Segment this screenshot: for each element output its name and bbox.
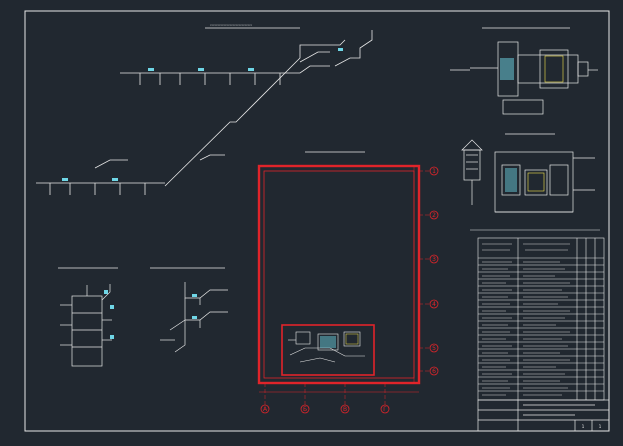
sheet-number: 1 [582,424,585,429]
floor-plan-equipment-accent [320,333,359,348]
title-block-text: 1 1 [582,424,602,429]
axis-label-v: В [343,406,347,413]
riser-scheme-accent [104,290,114,339]
axis-label-3: 3 [432,256,436,263]
axis-label-1: 1 [432,168,436,175]
duct-detail-plan-fill [500,55,564,83]
specification-table-text [482,243,570,396]
axis-label-5: 5 [432,345,436,352]
equipment-room [281,324,375,376]
axis-markers-horizontal: 1 2 3 4 5 6 [429,166,439,376]
axis-label-6: 6 [432,368,436,375]
sheet-frame [24,10,610,432]
axis-label-b: Б [303,406,307,413]
svg-text:▭▭▭▭▭▭▭▭▭▭▭▭▭▭: ▭▭▭▭▭▭▭▭▭▭▭▭▭▭ [210,23,252,27]
riser-scheme [58,267,118,367]
axis-label-2: 2 [432,212,436,219]
axonometric-scheme-secondary [150,267,228,353]
axis-label-a: А [263,406,268,413]
duct-detail-plan [450,27,598,115]
axis-markers-vertical: А Б В Г [260,404,390,414]
title-block [477,399,610,432]
section-1-1 [461,133,595,213]
axis-label-g: Г [383,406,387,413]
sheets-total: 1 [599,424,602,429]
axonometric-main-labels: ▭▭▭▭▭▭▭▭▭▭▭▭▭▭ [210,23,252,27]
floor-plan-equipment [288,331,365,363]
axonometric-markers [62,48,343,181]
floor-plan [257,151,430,405]
axonometric-secondary-accent [192,294,197,319]
floor-plan-outer-wall [257,164,421,385]
axonometric-scheme-main [36,27,373,195]
section-1-1-accent [505,168,545,192]
axis-label-4: 4 [432,301,436,308]
